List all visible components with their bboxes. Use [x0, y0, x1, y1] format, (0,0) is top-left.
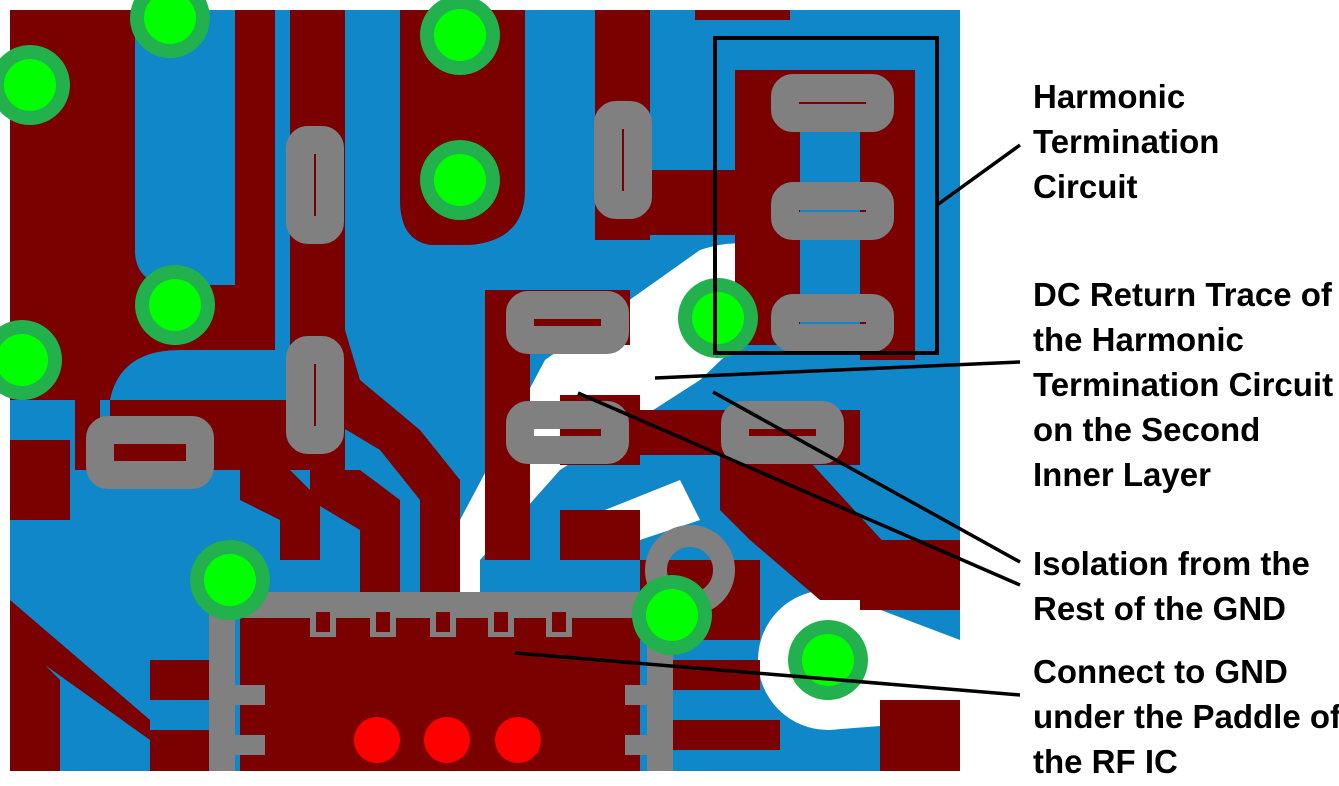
- pad-vertical-2: [286, 336, 344, 454]
- leader-dc-return: [654, 360, 1021, 380]
- label-connect-gnd: Connect to GND under the Paddle of the R…: [1033, 653, 1339, 780]
- via: [130, 0, 210, 58]
- via: [632, 575, 712, 655]
- component-pads: [86, 74, 894, 771]
- via: [0, 45, 70, 125]
- via: [788, 620, 868, 700]
- leader-isolation-2: [712, 390, 1021, 564]
- pad-mid-3: [721, 401, 844, 464]
- pad-left-1: [86, 416, 214, 489]
- via: [135, 265, 215, 345]
- pad-mid-1: [506, 291, 629, 354]
- label-dc-return-trace: DC Return Trace of the Harmonic Terminat…: [1033, 276, 1339, 493]
- leader-harmonic: [935, 143, 1022, 207]
- pad-harmonic-2: [771, 182, 894, 240]
- paddle-vias: [354, 717, 541, 763]
- via: [420, 140, 500, 220]
- paddle-via: [424, 717, 470, 763]
- leader-isolation-1: [577, 391, 1021, 587]
- pad-mid-2: [506, 401, 629, 464]
- pad-vertical-3: [594, 101, 652, 219]
- pad-vertical-1: [286, 126, 344, 244]
- leader-lines: [514, 143, 1022, 697]
- vias: [0, 0, 868, 700]
- label-harmonic-termination: Harmonic Termination Circuit: [1033, 78, 1229, 205]
- paddle-via: [354, 717, 400, 763]
- via: [0, 320, 62, 400]
- pad-harmonic-3: [771, 294, 894, 352]
- harmonic-termination-box: [713, 36, 939, 355]
- leader-connect-gnd: [514, 651, 1021, 697]
- pad-harmonic-1: [771, 74, 894, 132]
- via: [190, 540, 270, 620]
- label-isolation: Isolation from the Rest of the GND: [1033, 545, 1319, 627]
- via: [420, 0, 500, 75]
- via: [678, 278, 758, 358]
- paddle-via: [495, 717, 541, 763]
- rf-ic-pin-insets: [316, 612, 566, 632]
